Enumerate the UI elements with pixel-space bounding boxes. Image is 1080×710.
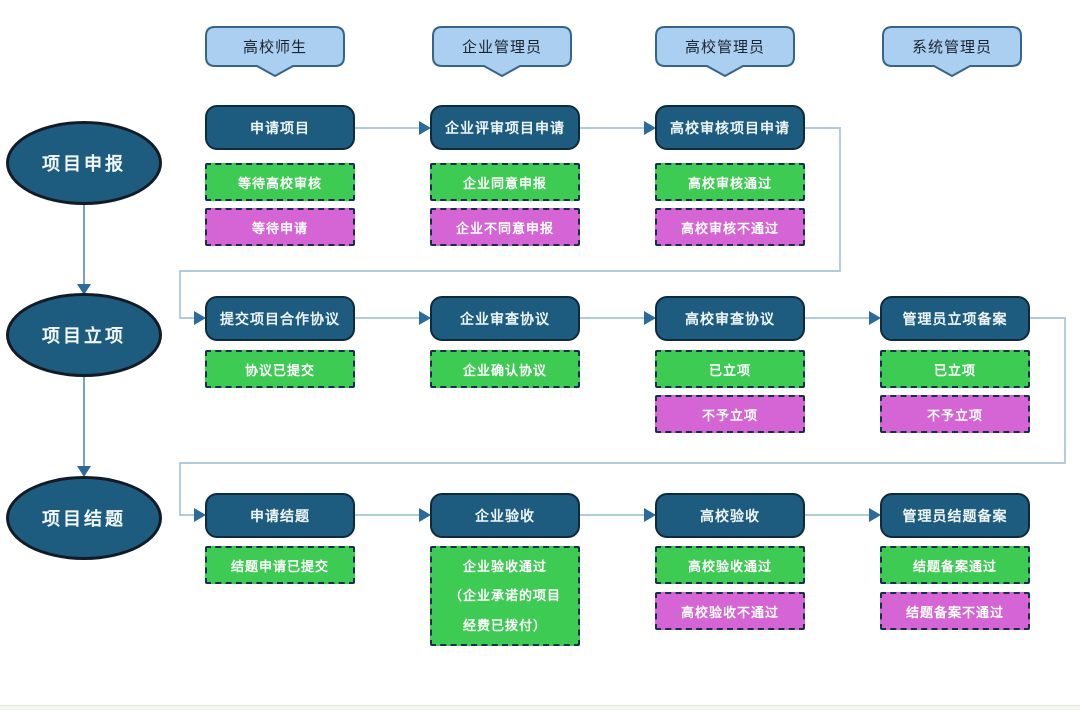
bottom-divider	[0, 705, 1080, 710]
step-box: 管理员立项备案	[880, 296, 1030, 341]
lane-badge-shape	[205, 26, 345, 78]
step-box: 高校验收	[655, 493, 805, 538]
lane-label: 高校管理员	[684, 38, 765, 56]
status-box: 企业同意申报	[430, 163, 580, 201]
status-box: 结题备案不通过	[880, 592, 1030, 630]
status-box: 协议已提交	[205, 350, 355, 388]
phase-ellipse-declaration: 项目申报	[6, 121, 162, 205]
lane-badge-university-admin: 高校管理员	[655, 26, 795, 78]
status-box: 企业验收通过 （企业承诺的项目 经费已拨付）	[430, 546, 580, 646]
step-box: 企业审查协议	[430, 296, 580, 341]
lane-label: 系统管理员	[911, 38, 992, 56]
status-box: 高校审核不通过	[655, 208, 805, 246]
step-box: 高校审查协议	[655, 296, 805, 341]
phase-label: 项目结题	[42, 509, 126, 529]
status-box: 等待申请	[205, 208, 355, 246]
phase-label: 项目申报	[42, 154, 126, 174]
lane-badge-shape	[432, 26, 572, 78]
phase-label: 项目立项	[42, 326, 126, 346]
status-box: 结题备案通过	[880, 546, 1030, 584]
status-box: 高校验收通过	[655, 546, 805, 584]
phase-ellipse-approval: 项目立项	[6, 293, 162, 377]
status-box: 已立项	[655, 350, 805, 388]
lane-badge-university-staff: 高校师生	[205, 26, 345, 78]
status-box: 高校审核通过	[655, 163, 805, 201]
lane-badge-system-admin: 系统管理员	[882, 26, 1022, 78]
lane-badge-enterprise-admin: 企业管理员	[432, 26, 572, 78]
lane-label: 高校师生	[242, 38, 307, 56]
status-box: 不予立项	[655, 395, 805, 433]
step-box: 企业评审项目申请	[430, 105, 580, 150]
step-box: 提交项目合作协议	[205, 296, 355, 341]
lane-label: 企业管理员	[461, 38, 542, 56]
status-box: 已立项	[880, 350, 1030, 388]
status-box: 高校验收不通过	[655, 592, 805, 630]
status-box: 企业确认协议	[430, 350, 580, 388]
lane-badge-shape	[655, 26, 795, 78]
step-box: 高校审核项目申请	[655, 105, 805, 150]
step-box: 企业验收	[430, 493, 580, 538]
step-box: 管理员结题备案	[880, 493, 1030, 538]
lane-badge-shape	[882, 26, 1022, 78]
status-box: 不予立项	[880, 395, 1030, 433]
step-box: 申请结题	[205, 493, 355, 538]
phase-ellipse-conclusion: 项目结题	[6, 476, 162, 560]
status-box: 企业不同意申报	[430, 208, 580, 246]
status-box: 等待高校审核	[205, 163, 355, 201]
step-box: 申请项目	[205, 105, 355, 150]
status-box: 结题申请已提交	[205, 546, 355, 584]
